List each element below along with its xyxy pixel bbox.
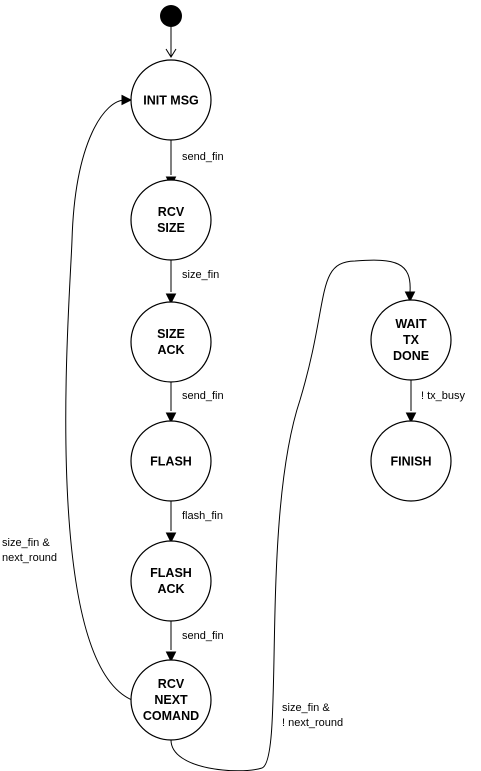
state-init-msg-label: INIT MSG: [143, 94, 199, 108]
state-rcv-size[interactable]: RCV SIZE: [130, 179, 212, 261]
state-rcv-size-label-line1: RCV: [158, 205, 185, 219]
state-rcv-size-label-line2: SIZE: [157, 221, 185, 235]
label-rcv-next-to-wait-tx-line1: size_fin &: [282, 702, 330, 714]
initial-state-dot: [160, 5, 182, 27]
edge-wait-tx-to-finish-arrowhead: [405, 412, 417, 424]
state-init-msg-circle: [130, 59, 212, 141]
edge-rcv-next-to-wait-tx-done-arrowhead: [404, 291, 416, 303]
edge-size-ack-to-flash-arrowhead: [165, 412, 177, 424]
label-flash-to-flash-ack: flash_fin: [182, 510, 223, 522]
label-rcv-next-to-wait-tx-line2: ! next_round: [282, 717, 343, 729]
state-rcv-next-comand-label-line2: NEXT: [154, 693, 188, 707]
state-flash-ack[interactable]: FLASH ACK: [130, 540, 212, 622]
state-flash-ack-circle: [130, 540, 212, 622]
state-size-ack-label-line2: ACK: [157, 343, 184, 357]
state-size-ack-circle: [130, 301, 212, 383]
state-finish-label: FINISH: [391, 455, 432, 469]
state-flash-ack-label-line2: ACK: [157, 582, 184, 596]
label-rcv-next-to-init-line1: size_fin &: [2, 537, 50, 549]
state-init-msg[interactable]: INIT MSG: [130, 59, 212, 141]
label-wait-tx-to-finish: ! tx_busy: [421, 390, 466, 402]
state-wait-tx-done-circle: [370, 299, 452, 381]
edge-rcv-next-to-init-msg-arrowhead: [121, 94, 133, 106]
label-rcv-size-to-size-ack: size_fin: [182, 269, 219, 281]
label-flash-ack-to-rcv-next: send_fin: [182, 630, 224, 642]
state-size-ack[interactable]: SIZE ACK: [130, 301, 212, 383]
state-rcv-next-comand-label-line1: RCV: [158, 677, 185, 691]
edge-flash-ack-to-rcv-next-arrowhead: [165, 651, 177, 663]
label-size-ack-to-flash: send_fin: [182, 390, 224, 402]
state-size-ack-label-line1: SIZE: [157, 327, 185, 341]
edge-initial-arrowhead: [165, 48, 177, 58]
state-flash-label: FLASH: [150, 455, 192, 469]
state-flash[interactable]: FLASH: [130, 420, 212, 502]
state-wait-tx-done[interactable]: WAIT TX DONE: [370, 299, 452, 381]
state-rcv-next-comand[interactable]: RCV NEXT COMAND: [130, 659, 212, 741]
state-finish-circle: [370, 420, 452, 502]
state-rcv-next-comand-label-line3: COMAND: [143, 709, 199, 723]
state-rcv-size-circle: [130, 179, 212, 261]
state-wait-tx-done-label-line2: TX: [403, 333, 420, 347]
label-rcv-next-to-init-line2: next_round: [2, 552, 57, 564]
state-rcv-next-comand-circle: [130, 659, 212, 741]
label-init-to-rcv-size: send_fin: [182, 151, 224, 163]
edge-rcv-next-to-init-msg: [65, 99, 133, 701]
state-flash-circle: [130, 420, 212, 502]
edge-flash-to-flash-ack-arrowhead: [165, 532, 177, 544]
state-wait-tx-done-label-line3: DONE: [393, 349, 429, 363]
edge-rcv-size-to-size-ack-arrowhead: [165, 293, 177, 305]
state-finish[interactable]: FINISH: [370, 420, 452, 502]
state-wait-tx-done-label-line1: WAIT: [395, 317, 427, 331]
state-flash-ack-label-line1: FLASH: [150, 566, 192, 580]
